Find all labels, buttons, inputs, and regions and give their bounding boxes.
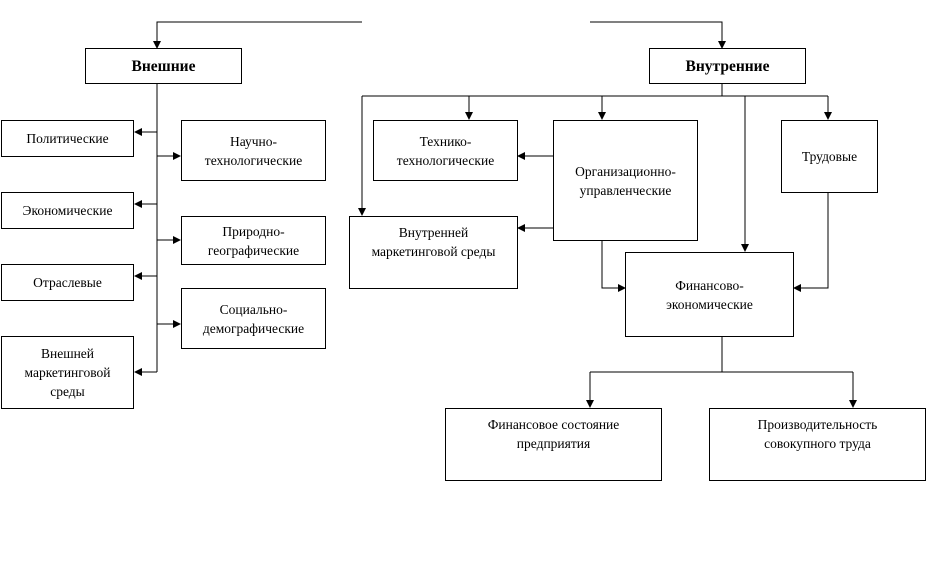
economic-box: Экономические <box>1 192 134 229</box>
internal-factors-label: Внутренние <box>685 57 770 75</box>
sci-tech-box: Научно- технологические <box>181 120 326 181</box>
internal-marketing-label: Внутренней маркетинговой среды <box>371 225 496 259</box>
political-label: Политические <box>26 131 109 146</box>
labor-to-fin-econ <box>793 192 829 292</box>
connector-top-left <box>153 21 362 49</box>
productivity-label: Производительность совокупного труда <box>757 417 878 451</box>
fin-state-label: Финансовое состояние предприятия <box>487 417 620 451</box>
natural-geo-box: Природно- географические <box>181 216 326 265</box>
org-to-fin-econ <box>601 241 626 292</box>
internal-factors-box: Внутренние <box>649 48 806 84</box>
tech-tech-label: Технико- технологические <box>396 133 495 168</box>
fin-state-box: Финансовое состояние предприятия <box>445 408 662 481</box>
natural-geo-label: Природно- географические <box>207 223 300 258</box>
productivity-box: Производительность совокупного труда <box>709 408 926 481</box>
org-mgmt-label: Организационно- управленческие <box>575 163 676 198</box>
org-mgmt-box: Организационно- управленческие <box>553 120 698 241</box>
sectoral-label: Отраслевые <box>33 275 102 290</box>
labor-box: Трудовые <box>781 120 878 193</box>
sectoral-box: Отраслевые <box>1 264 134 301</box>
tech-tech-box: Технико- технологические <box>373 120 518 181</box>
connector-top-right <box>590 21 726 49</box>
fin-econ-label: Финансово- экономические <box>666 277 753 312</box>
internal-marketing-box: Внутренней маркетинговой среды <box>349 216 518 289</box>
external-factors-label: Внешние <box>131 57 196 75</box>
economic-label: Экономические <box>22 203 113 218</box>
socio-demo-label: Социально- демографические <box>202 301 305 336</box>
fin-econ-box: Финансово- экономические <box>625 252 794 337</box>
sci-tech-label: Научно- технологические <box>204 133 303 168</box>
external-marketing-label: Внешней маркетинговой среды <box>24 346 111 399</box>
political-box: Политические <box>1 120 134 157</box>
external-marketing-box: Внешней маркетинговой среды <box>1 336 134 409</box>
labor-label: Трудовые <box>801 149 858 164</box>
socio-demo-box: Социально- демографические <box>181 288 326 349</box>
external-factors-box: Внешние <box>85 48 242 84</box>
